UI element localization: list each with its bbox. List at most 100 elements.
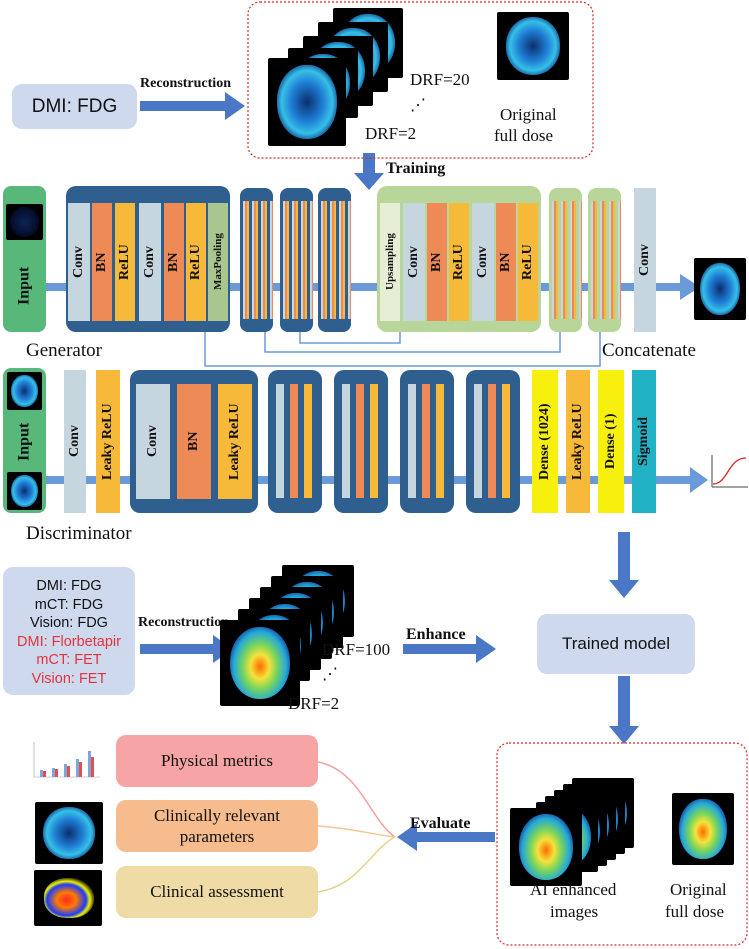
disc-block-conv: Conv: [136, 384, 170, 499]
concatenate-label: Concatenate: [602, 340, 696, 361]
discriminator-input: Input: [3, 368, 46, 513]
disc-repeat-block: [268, 370, 322, 513]
skip-connection-outer: [204, 300, 605, 367]
trained-model-label: Trained model: [561, 634, 671, 653]
drf-high-top: DRF=20: [410, 70, 470, 89]
skip-connection-mid: [299, 332, 401, 344]
generator-caption: Generator: [26, 340, 102, 361]
disc-leaky-relu-2: Leaky ReLU: [566, 370, 590, 513]
scanner-box-train: DMI: FDG: [12, 84, 137, 129]
brain-image: [268, 58, 346, 146]
disc-repeat-block: [400, 370, 454, 513]
generator-final-conv: Conv: [634, 188, 656, 332]
evaluate-label: Evaluate: [410, 815, 471, 832]
reconstruction-label-top: Reconstruction: [140, 76, 231, 91]
drf-high-bottom: DRF=100: [322, 640, 391, 659]
test-scanner-4: DMI: Florbetapir: [17, 633, 121, 650]
mini-block: [318, 188, 351, 332]
original-brain-bottom: [672, 793, 734, 865]
generator-flow-line: [45, 274, 700, 300]
brain-image: [220, 620, 300, 706]
sigmoid-plot: [711, 455, 748, 488]
discriminator-caption: Discriminator: [26, 523, 132, 544]
bar-chart-thumbnail: [33, 742, 100, 778]
drf-low-top: DRF=2: [365, 124, 417, 143]
clinical-assessment-thumbnail: [34, 870, 102, 926]
enhance-label: Enhance: [406, 626, 466, 643]
ellipsis-top: ⋰: [410, 97, 426, 114]
generator-input: Input: [3, 186, 46, 332]
test-scanner-3: Vision: FDG: [30, 615, 108, 631]
original-brain-top: [497, 12, 569, 80]
input-noise-image: [6, 204, 43, 240]
brain-image: [510, 808, 582, 886]
enc-relu-1: ReLU: [115, 203, 135, 321]
dec-bn-1: BN: [427, 203, 447, 321]
metric-box-clinical-assess: Clinical assessment: [116, 866, 318, 918]
enc-conv-1: Conv: [68, 203, 90, 321]
dec-upsampling: Upsampling: [380, 203, 400, 321]
metric-label-clinical-assess: Clinical assessment: [150, 882, 284, 901]
dec-relu-1: ReLU: [449, 203, 469, 321]
disc-conv: Conv: [64, 370, 86, 513]
discriminator-input-label: Input: [15, 422, 33, 462]
disc-input-image-2: [7, 472, 42, 510]
training-label: Training: [386, 160, 446, 177]
disc-repeat-block: [466, 370, 520, 513]
disc-repeat-block: [334, 370, 388, 513]
enc-conv-2: Conv: [139, 203, 161, 321]
generator-input-label: Input: [15, 266, 33, 306]
original-label-bottom-1: Original: [670, 880, 727, 899]
lesion-overlay: [44, 878, 94, 918]
disc-leaky-relu: Leaky ReLU: [96, 370, 120, 513]
metric-label-clinical-params: Clinically relevant parameters: [153, 806, 281, 846]
enc-relu-2: ReLU: [186, 203, 206, 321]
ai-enhanced-label-1: AI enhanced: [530, 880, 617, 899]
mini-block: [280, 188, 313, 332]
generator-output-image: [694, 258, 746, 320]
metric-label-physical: Physical metrics: [161, 751, 273, 770]
ellipsis-bottom: ⋰: [322, 666, 338, 683]
curve-clinical-params: [317, 825, 396, 838]
metric-box-clinical-params: Clinically relevant parameters: [116, 800, 318, 852]
disc-dense-1024: Dense (1024): [532, 370, 558, 513]
mini-block: [240, 188, 273, 332]
disc-block-leaky: Leaky ReLU: [218, 384, 252, 499]
scanner-label-train: DMI: FDG: [31, 95, 118, 117]
disc-dense-1: Dense (1): [598, 370, 624, 513]
metric-box-physical: Physical metrics: [116, 735, 318, 787]
curve-clinical-assess: [317, 836, 396, 893]
original-label-top-2: full dose: [494, 126, 554, 145]
enc-bn-2: BN: [164, 203, 184, 321]
evaluation-brain-thumbnail: [35, 802, 103, 864]
decoder-mini-block: [588, 188, 621, 332]
dataset-box-top: [247, 1, 594, 159]
trained-model-box: Trained model: [537, 614, 695, 674]
dec-conv-2: Conv: [472, 203, 494, 321]
reconstruction-label-bottom: Reconstruction: [138, 615, 229, 630]
dec-conv-1: Conv: [403, 203, 425, 321]
original-label-top-1: Original: [500, 105, 557, 124]
disc-input-image-1: [7, 372, 42, 410]
test-scanner-2: mCT: FDG: [34, 596, 104, 613]
reconstruction-arrow-top: [140, 92, 245, 120]
test-scanner-1: DMI: FDG: [36, 578, 102, 594]
enc-bn-1: BN: [92, 203, 112, 321]
arrow-down-evaluate: [609, 676, 639, 744]
scanner-box-test: DMI: FDG mCT: FDG Vision: FDG DMI: Florb…: [3, 567, 135, 695]
test-scanner-6: Vision: FET: [31, 670, 107, 687]
disc-block-bn: BN: [177, 384, 211, 499]
test-scanner-5: mCT: FET: [36, 652, 102, 668]
enc-maxpooling: MaxPooling: [208, 203, 228, 321]
original-label-bottom-2: full dose: [665, 902, 725, 921]
disc-sigmoid: Sigmoid: [632, 370, 656, 513]
dec-relu-2: ReLU: [518, 203, 538, 321]
drf-low-bottom: DRF=2: [288, 694, 340, 713]
enhance-arrow: [403, 635, 496, 663]
curve-physical: [317, 761, 396, 838]
results-box: [496, 742, 748, 946]
arrow-to-trained-model: [609, 532, 639, 598]
evaluate-arrow: [397, 823, 495, 851]
dec-bn-2: BN: [496, 203, 516, 321]
decoder-mini-block: [549, 188, 582, 332]
